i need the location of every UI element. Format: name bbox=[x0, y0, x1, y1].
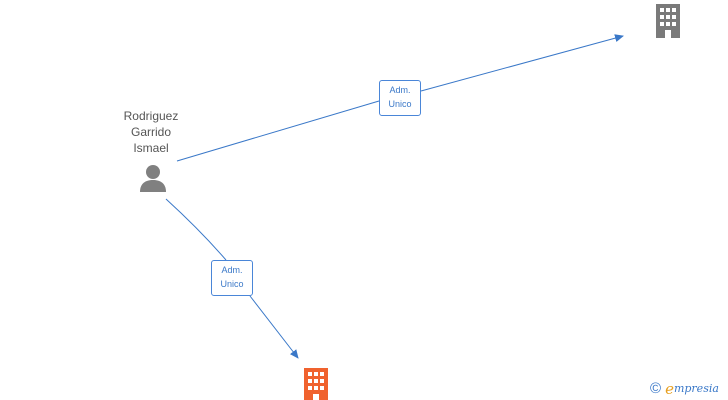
edge-label[interactable]: Adm. Unico bbox=[379, 80, 421, 116]
edge-person-to-top-company bbox=[176, 36, 623, 162]
edge-label-line: Adm. bbox=[221, 265, 243, 275]
edge-person-to-bottom-company bbox=[165, 198, 298, 358]
copyright-icon: © bbox=[650, 380, 662, 397]
person-name[interactable]: Rodriguez Garrido Ismael bbox=[105, 108, 197, 156]
person-name-line: Ismael bbox=[133, 141, 169, 155]
person-icon[interactable] bbox=[137, 162, 169, 194]
edge-label-line: Unico bbox=[220, 279, 244, 289]
edge-label[interactable]: Adm. Unico bbox=[211, 260, 253, 296]
edge-label-line: Adm. bbox=[389, 85, 411, 95]
person-name-line: Rodriguez bbox=[123, 109, 179, 123]
brand-logo: ©empresia bbox=[650, 380, 719, 398]
person-name-line: Garrido bbox=[130, 125, 171, 139]
building-icon[interactable] bbox=[650, 2, 686, 38]
building-icon[interactable] bbox=[298, 366, 334, 400]
edge-label-line: Unico bbox=[388, 99, 412, 109]
brand-logo-initial: e bbox=[665, 380, 674, 398]
brand-logo-text: mpresia bbox=[673, 382, 719, 395]
